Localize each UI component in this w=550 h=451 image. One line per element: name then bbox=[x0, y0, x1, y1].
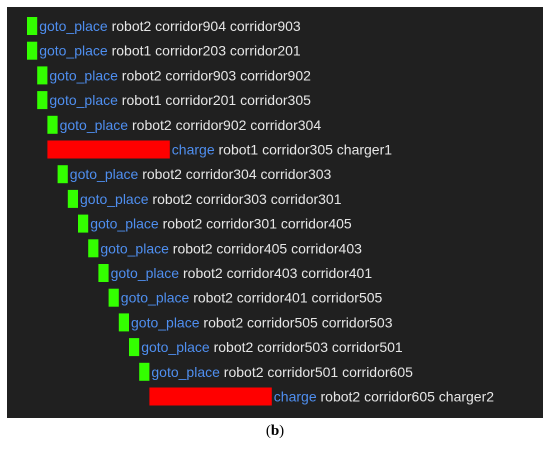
task-action: charge bbox=[274, 389, 317, 405]
task-action: goto_place bbox=[39, 43, 108, 59]
task-label-16: charge robot2 corridor605 charger2 bbox=[274, 389, 494, 405]
task-action: goto_place bbox=[49, 67, 118, 83]
task-label-7: goto_place robot2 corridor304 corridor30… bbox=[70, 166, 332, 182]
task-bar-3 bbox=[37, 66, 48, 85]
task-action: goto_place bbox=[80, 191, 149, 207]
task-action: goto_place bbox=[121, 290, 190, 306]
task-bar-6 bbox=[47, 140, 170, 159]
task-action: goto_place bbox=[131, 314, 200, 330]
task-args: robot2 corridor405 corridor403 bbox=[169, 240, 362, 256]
task-action: goto_place bbox=[111, 265, 180, 281]
task-label-4: goto_place robot1 corridor201 corridor30… bbox=[49, 92, 311, 108]
task-bar-1 bbox=[27, 17, 38, 35]
task-args: robot2 corridor605 charger2 bbox=[317, 389, 495, 405]
task-label-11: goto_place robot2 corridor403 corridor40… bbox=[111, 265, 373, 281]
caption-open: ( bbox=[265, 423, 271, 439]
task-label-10: goto_place robot2 corridor405 corridor40… bbox=[100, 240, 362, 256]
task-args: robot2 corridor902 corridor304 bbox=[128, 117, 321, 133]
task-bar-4 bbox=[37, 91, 48, 110]
task-args: robot2 corridor304 corridor303 bbox=[138, 166, 331, 182]
task-args: robot1 corridor203 corridor201 bbox=[108, 43, 301, 59]
task-label-1: goto_place robot2 corridor904 corridor90… bbox=[39, 18, 301, 34]
task-action: goto_place bbox=[100, 240, 169, 256]
task-label-6: charge robot1 corridor305 charger1 bbox=[172, 142, 392, 158]
task-action: goto_place bbox=[90, 216, 159, 232]
task-action: goto_place bbox=[49, 92, 118, 108]
gantt-chart: goto_place robot2 corridor904 corridor90… bbox=[27, 17, 494, 406]
task-action: goto_place bbox=[141, 339, 210, 355]
task-args: robot2 corridor505 corridor503 bbox=[200, 314, 393, 330]
task-bar-11 bbox=[98, 264, 109, 282]
task-args: robot2 corridor903 corridor902 bbox=[118, 67, 311, 83]
task-action: charge bbox=[172, 142, 215, 158]
task-bar-12 bbox=[108, 288, 119, 307]
task-action: goto_place bbox=[39, 18, 108, 34]
task-bar-7 bbox=[57, 165, 68, 184]
gantt-panel: goto_place robot2 corridor904 corridor90… bbox=[7, 7, 543, 418]
task-args: robot2 corridor301 corridor405 bbox=[159, 216, 352, 232]
task-label-8: goto_place robot2 corridor303 corridor30… bbox=[80, 191, 342, 207]
task-args: robot1 corridor201 corridor305 bbox=[118, 92, 311, 108]
task-label-9: goto_place robot2 corridor301 corridor40… bbox=[90, 216, 352, 232]
task-label-3: goto_place robot2 corridor903 corridor90… bbox=[49, 67, 311, 83]
task-bar-10 bbox=[88, 239, 99, 258]
task-label-13: goto_place robot2 corridor505 corridor50… bbox=[131, 314, 393, 330]
task-action: goto_place bbox=[60, 117, 129, 133]
caption-close: ) bbox=[279, 423, 285, 439]
task-bar-2 bbox=[27, 41, 38, 60]
task-label-15: goto_place robot2 corridor501 corridor60… bbox=[151, 364, 413, 380]
task-args: robot2 corridor501 corridor605 bbox=[220, 364, 413, 380]
task-action: goto_place bbox=[151, 364, 220, 380]
task-args: robot2 corridor403 corridor401 bbox=[179, 265, 372, 281]
task-bar-9 bbox=[78, 214, 89, 233]
task-bar-16 bbox=[149, 387, 272, 406]
task-args: robot2 corridor401 corridor505 bbox=[189, 290, 382, 306]
task-label-14: goto_place robot2 corridor503 corridor50… bbox=[141, 339, 403, 355]
task-args: robot2 corridor503 corridor501 bbox=[210, 339, 403, 355]
task-action: goto_place bbox=[70, 166, 139, 182]
task-label-5: goto_place robot2 corridor902 corridor30… bbox=[60, 117, 322, 133]
task-bar-15 bbox=[139, 362, 150, 381]
task-bar-13 bbox=[118, 313, 129, 332]
task-bar-14 bbox=[129, 338, 140, 357]
task-args: robot1 corridor305 charger1 bbox=[215, 142, 393, 158]
task-bar-5 bbox=[47, 115, 58, 134]
task-label-12: goto_place robot2 corridor401 corridor50… bbox=[121, 290, 383, 306]
task-args: robot2 corridor904 corridor903 bbox=[108, 18, 301, 34]
figure-caption: (b) bbox=[0, 423, 550, 440]
task-args: robot2 corridor303 corridor301 bbox=[149, 191, 342, 207]
task-label-2: goto_place robot1 corridor203 corridor20… bbox=[39, 43, 301, 59]
task-bar-8 bbox=[67, 189, 78, 208]
caption-letter: b bbox=[270, 423, 280, 439]
